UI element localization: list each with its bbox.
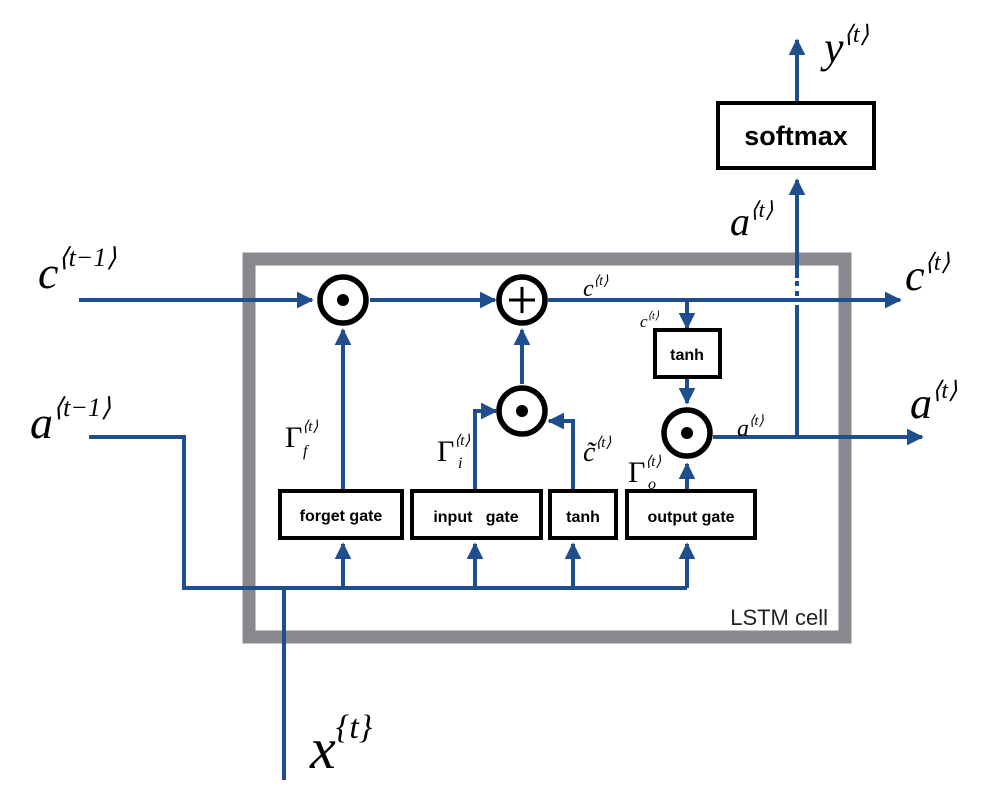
label-gamma-i: Γ⟨t⟩ bbox=[437, 433, 470, 468]
hadamard-dot-icon bbox=[516, 405, 528, 417]
label-a-out: a⟨t⟩ bbox=[910, 378, 958, 428]
tanh-cell-box: tanh bbox=[653, 328, 722, 379]
label-y: y⟨t⟩ bbox=[820, 22, 870, 72]
forget-gate-label: forget gate bbox=[300, 508, 383, 525]
label-a-prev: a⟨t−1⟩ bbox=[30, 393, 111, 448]
tanh-candidate-label: tanh bbox=[566, 509, 600, 526]
wire-a-prev-bus bbox=[89, 435, 687, 590]
softmax-label: softmax bbox=[744, 121, 848, 151]
add-op bbox=[496, 274, 548, 326]
forget-gate-box: forget gate bbox=[278, 489, 404, 540]
label-a-to-softmax: a⟨t⟩ bbox=[730, 197, 774, 244]
label-c-tilde: c̃⟨t⟩ bbox=[583, 435, 611, 468]
input-gate-label: input gate bbox=[433, 509, 518, 526]
lstm-cell-border bbox=[242, 252, 852, 644]
label-gamma-f: Γ⟨t⟩ bbox=[285, 419, 318, 454]
tanh-cell-label: tanh bbox=[670, 347, 704, 364]
label-c-after-add: c⟨t⟩ bbox=[583, 274, 609, 302]
label-gamma-o: Γ⟨t⟩ bbox=[628, 454, 661, 489]
lstm-cell-label: LSTM cell bbox=[730, 605, 828, 630]
label-x: x{t} bbox=[309, 709, 373, 781]
hadamard-dot-icon bbox=[681, 427, 693, 439]
label-gamma-i-sub: i bbox=[458, 455, 462, 472]
softmax-box: softmax bbox=[716, 101, 876, 170]
hadamard-dot-icon bbox=[337, 294, 349, 306]
label-gamma-f-sub: f bbox=[303, 443, 310, 460]
label-a-internal: a⟨t⟩ bbox=[737, 414, 764, 442]
output-gate-label: output gate bbox=[647, 509, 734, 526]
input-gate-box: input gate bbox=[410, 489, 543, 540]
label-gamma-o-sub: o bbox=[648, 476, 656, 493]
tanh-candidate-box: tanh bbox=[548, 489, 618, 540]
output-gate-box: output gate bbox=[625, 489, 757, 540]
forget-multiply-op bbox=[317, 274, 369, 326]
wire-tanh-candidate-up bbox=[547, 412, 575, 490]
label-c-to-tanh: c⟨t⟩ bbox=[640, 310, 660, 331]
wire-input-gate-up bbox=[473, 402, 498, 490]
label-c-out: c⟨t⟩ bbox=[905, 250, 951, 300]
input-multiply-op bbox=[496, 385, 548, 437]
label-c-prev: c⟨t−1⟩ bbox=[38, 243, 116, 298]
output-multiply-op bbox=[661, 407, 713, 459]
